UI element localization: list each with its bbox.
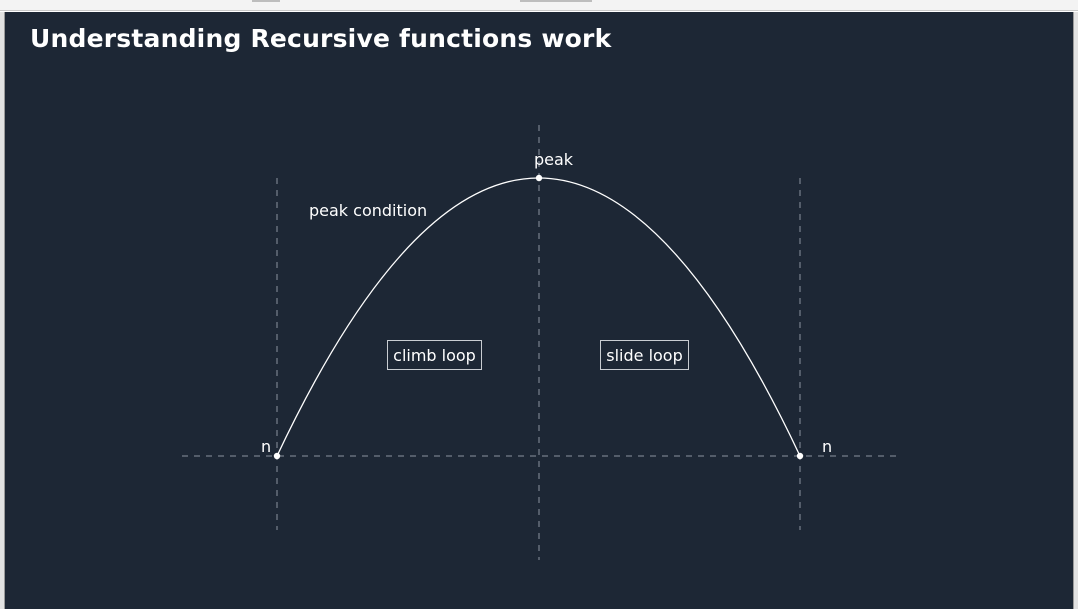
toolbar-mark [252, 0, 280, 2]
left-end-point [273, 452, 281, 460]
right-end-point [796, 452, 804, 460]
window-frame-left [0, 12, 5, 609]
right-end-label: n [822, 437, 832, 456]
window-frame-right [1073, 12, 1078, 609]
peak-label: peak [534, 150, 574, 169]
slide-loop-box [600, 340, 689, 370]
toolbar-mark [520, 0, 592, 2]
curve-label: peak condition [309, 201, 427, 220]
peak-point [535, 174, 543, 182]
climb-loop-box [387, 340, 482, 370]
page-title: Understanding Recursive functions work [30, 24, 612, 53]
left-end-label: n [261, 437, 271, 456]
climb-loop-label: climb loop [393, 346, 476, 365]
slide-loop-label: slide loop [606, 346, 683, 365]
window-top-strip [0, 0, 1078, 11]
